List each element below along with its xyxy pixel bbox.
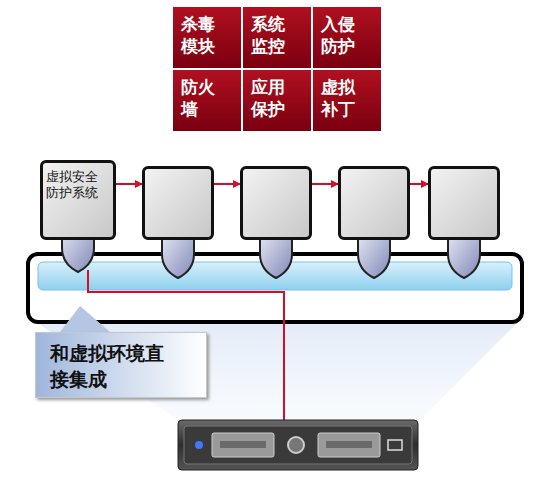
security-module-cell: 防火墙 xyxy=(172,69,242,132)
server xyxy=(178,420,418,470)
security-module-cell: 杀毒模块 xyxy=(172,6,242,69)
node-label: 应用保护 xyxy=(251,76,288,120)
security-module-cell: 系统监控 xyxy=(242,6,312,69)
flow-arrow xyxy=(410,183,428,185)
node-label: 和虚拟环境直接集成 xyxy=(50,341,172,392)
virtual-machine-box xyxy=(338,166,410,240)
virtual-machine-box xyxy=(428,166,500,240)
security-module-cell: 虚拟补丁 xyxy=(312,69,382,132)
security-module-cell: 入侵防护 xyxy=(312,6,382,69)
callout-pointer xyxy=(60,306,110,332)
security-module-cell: 应用保护 xyxy=(242,69,312,132)
projection-beam xyxy=(36,322,518,420)
node-label: 入侵防护 xyxy=(321,13,358,57)
flow-arrow xyxy=(312,183,338,185)
node-label: 系统监控 xyxy=(251,13,288,57)
flow-arrow xyxy=(214,183,240,185)
virtual-machine-box xyxy=(142,166,214,240)
flow-arrow xyxy=(116,183,142,185)
node-label: 虚拟补丁 xyxy=(321,76,358,120)
node-label: 杀毒模块 xyxy=(181,13,218,57)
virtual-machine-box xyxy=(240,166,312,240)
node-label: 虚拟安全防护系统 xyxy=(46,169,110,202)
node-label: 防火墙 xyxy=(181,76,218,120)
callout-box: 和虚拟环境直接集成 xyxy=(35,332,207,398)
virtual-machine-box: 虚拟安全防护系统 xyxy=(40,160,116,240)
